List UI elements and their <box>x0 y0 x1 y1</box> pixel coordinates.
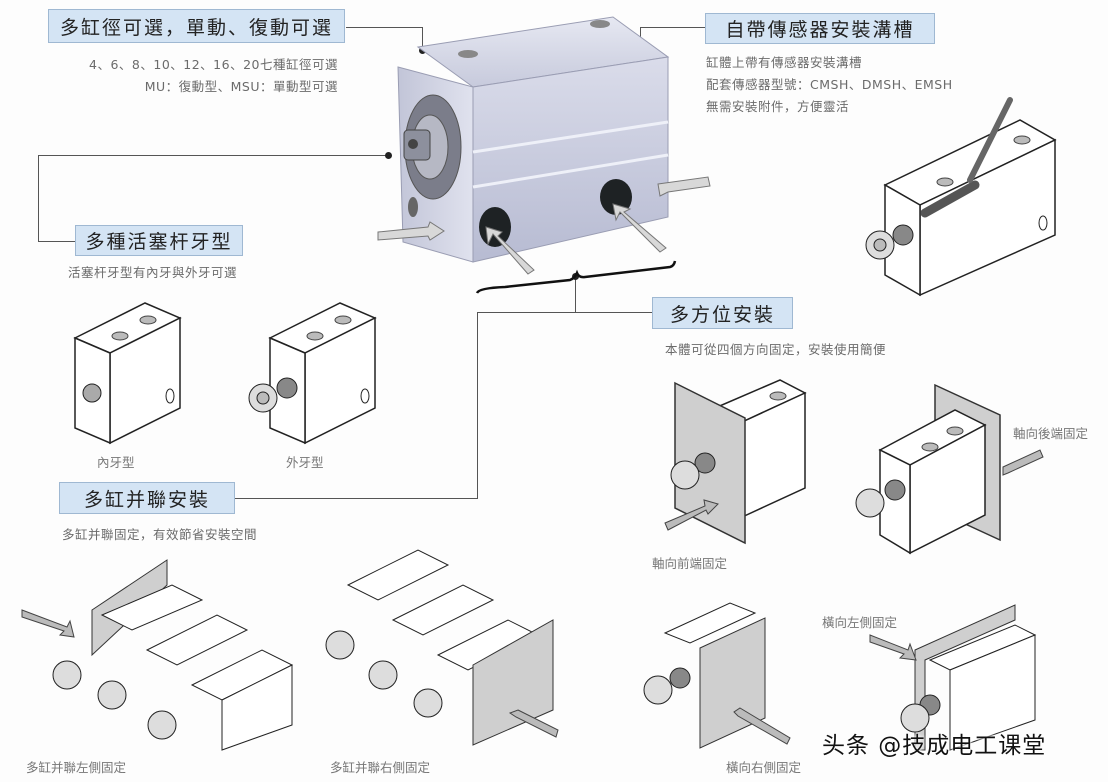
desc-line: 無需安裝附件，方便靈活 <box>706 99 850 114</box>
front-mount-cylinder <box>664 379 807 545</box>
desc-line: MU：復動型、MSU：單動型可選 <box>144 79 338 94</box>
connector-rod-h2 <box>38 241 76 242</box>
desc-line: 缸體上帶有傳感器安裝溝槽 <box>706 55 863 70</box>
left-mount-cylinder <box>869 604 1037 751</box>
desc-bore-options: 4、6、8、10、12、16、20七種缸徑可選 MU：復動型、MSU：單動型可選 <box>89 54 338 98</box>
connector-bore-v <box>422 27 423 51</box>
cylinder-photo <box>377 16 711 275</box>
desc-parallel-mount: 多缸并聯固定，有效節省安裝空間 <box>62 524 257 546</box>
label-sensor-groove: 自帶傳感器安裝溝槽 <box>705 13 935 44</box>
label-rod-thread: 多種活塞杆牙型 <box>75 225 243 256</box>
label-bore-options: 多缸徑可選，單動、復動可選 <box>48 9 345 43</box>
connector-rod <box>38 155 388 156</box>
caption-left-mount: 橫向左側固定 <box>822 615 898 630</box>
parallel-left-cylinders <box>21 559 294 751</box>
label-multi-mount: 多方位安裝 <box>652 297 793 329</box>
desc-rod-thread: 活塞杆牙型有內牙與外牙可選 <box>68 262 237 284</box>
male-thread-cylinder <box>248 302 377 445</box>
caption-male-thread: 外牙型 <box>286 455 324 470</box>
right-mount-cylinder <box>643 602 791 749</box>
desc-line: 4、6、8、10、12、16、20七種缸徑可選 <box>89 57 338 72</box>
caption-front-mount: 軸向前端固定 <box>652 556 728 571</box>
connector-mount <box>575 277 576 313</box>
connector-bore <box>346 27 423 28</box>
desc-sensor-groove: 缸體上帶有傳感器安裝溝槽 配套傳感器型號：CMSH、DMSH、EMSH 無需安裝… <box>706 52 953 118</box>
connector-mount-h <box>477 312 652 313</box>
connector-parallel-h <box>235 498 478 499</box>
label-parallel-mount: 多缸并聯安裝 <box>59 482 235 514</box>
connector-parallel-v <box>477 312 478 499</box>
caption-parallel-right: 多缸并聯右側固定 <box>330 760 431 775</box>
caption-parallel-left: 多缸并聯左側固定 <box>26 760 127 775</box>
desc-multi-mount: 本體可從四個方向固定，安裝使用簡便 <box>665 339 886 361</box>
connector-rod-v <box>38 155 39 241</box>
caption-right-mount: 橫向右側固定 <box>726 760 802 775</box>
connector-dot <box>385 152 392 159</box>
rear-mount-cylinder <box>855 383 1044 555</box>
female-thread-cylinder <box>73 302 182 445</box>
sensor-cylinder <box>865 97 1057 297</box>
desc-line: 活塞杆牙型有內牙與外牙可選 <box>68 265 238 280</box>
port-bracket <box>475 260 677 294</box>
caption-female-thread: 內牙型 <box>97 455 135 470</box>
desc-line: 多缸并聯固定，有效節省安裝空間 <box>62 527 258 542</box>
watermark: 头条 @技成电工课堂 <box>822 733 1047 759</box>
connector-sensor <box>640 27 706 28</box>
desc-line: 本體可從四個方向固定，安裝使用簡便 <box>665 342 887 357</box>
parallel-right-cylinders <box>325 549 559 746</box>
caption-rear-mount: 軸向後端固定 <box>1013 426 1089 441</box>
desc-line: 配套傳感器型號：CMSH、DMSH、EMSH <box>706 77 953 92</box>
